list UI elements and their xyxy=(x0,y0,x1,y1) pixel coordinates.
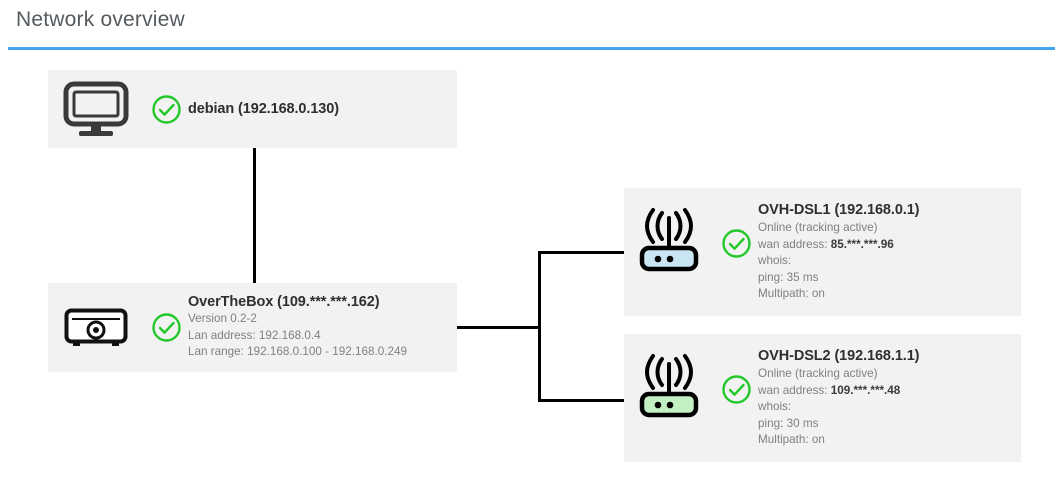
overthebox-lan-range: Lan range: 192.168.0.100 - 192.168.0.249 xyxy=(188,345,408,359)
dsl1-multipath: Multipath: on xyxy=(758,287,825,300)
node-card-overthebox[interactable]: OverTheBox (109.***.***.162) Version 0.2… xyxy=(48,283,457,372)
dsl2-wan-value: 109.***.***.48 xyxy=(830,383,901,397)
dsl1-status-text: Online (tracking active) xyxy=(758,221,878,234)
dsl1-wan-address: wan address: 85.***.***.96 xyxy=(758,237,1021,254)
wire-to-dsl2 xyxy=(538,399,626,402)
dsl1-whois: whois: xyxy=(758,254,792,267)
monitor-icon xyxy=(48,81,144,137)
wire-overthebox-trunk xyxy=(455,326,541,329)
node-card-dsl1[interactable]: OVH-DSL1 (192.168.0.1) Online (tracking … xyxy=(624,188,1021,316)
page-title: Network overview xyxy=(16,8,185,31)
status-badge-dsl1 xyxy=(714,202,758,259)
router-icon xyxy=(624,202,714,272)
node-card-dsl2[interactable]: OVH-DSL2 (192.168.1.1) Online (tracking … xyxy=(624,334,1021,462)
dsl1-wan-value: 85.***.***.96 xyxy=(830,237,894,251)
wire-debian-to-overthebox xyxy=(253,148,256,284)
wire-to-dsl1 xyxy=(538,251,626,254)
status-badge-debian xyxy=(144,94,188,125)
wire-split-vertical xyxy=(538,251,541,402)
node-title-overthebox: OverTheBox (109.***.***.162) xyxy=(188,294,380,311)
dsl2-wan-label: wan address: xyxy=(758,383,831,397)
appliance-icon xyxy=(48,308,144,348)
node-title-debian: debian (192.168.0.130) xyxy=(188,101,339,117)
router-icon xyxy=(624,348,714,418)
node-title-dsl1: OVH-DSL1 (192.168.0.1) xyxy=(758,202,920,218)
dsl2-wan-address: wan address: 109.***.***.48 xyxy=(758,383,1021,400)
dsl1-ping: ping: 35 ms xyxy=(758,270,819,284)
overthebox-version: Version 0.2-2 xyxy=(188,312,257,326)
status-badge-overthebox xyxy=(144,312,188,343)
dsl2-whois: whois: xyxy=(758,400,792,413)
node-title-dsl2: OVH-DSL2 (192.168.1.1) xyxy=(758,348,920,364)
dsl1-wan-label: wan address: xyxy=(758,237,831,251)
node-card-debian[interactable]: debian (192.168.0.130) xyxy=(48,70,457,148)
dsl2-ping: ping: 30 ms xyxy=(758,416,819,430)
status-badge-dsl2 xyxy=(714,348,758,405)
dsl2-status-text: Online (tracking active) xyxy=(758,367,878,380)
title-divider xyxy=(8,47,1055,50)
overthebox-lan-address: Lan address: 192.168.0.4 xyxy=(188,328,321,342)
dsl2-multipath: Multipath: on xyxy=(758,433,825,446)
